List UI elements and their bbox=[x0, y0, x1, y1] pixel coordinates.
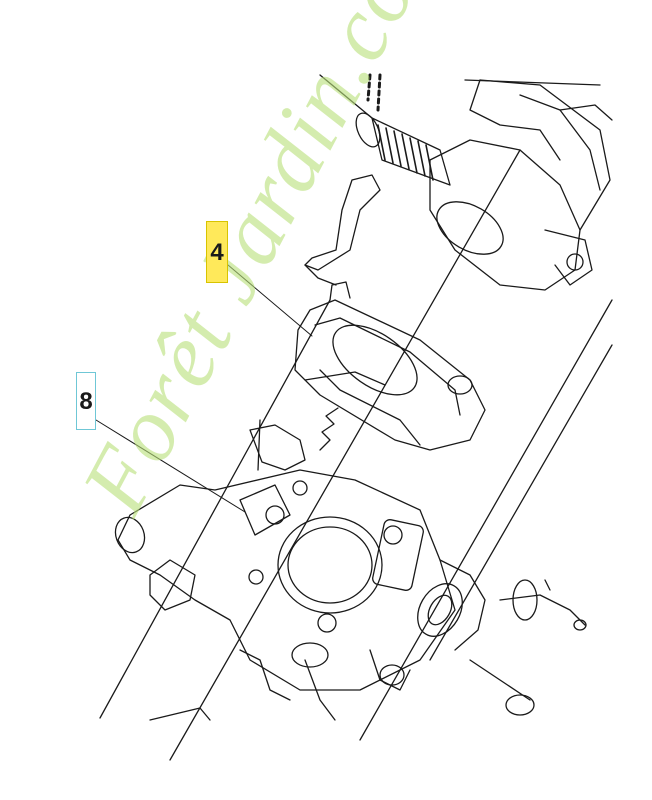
callout-part-8[interactable]: 8 bbox=[76, 372, 96, 430]
assembly-axis-lines bbox=[99, 79, 613, 761]
part-4-insulator-block bbox=[294, 281, 486, 451]
upper-housing bbox=[429, 79, 613, 291]
leader-lines bbox=[95, 264, 313, 513]
part-8-carburetor-body bbox=[114, 419, 587, 721]
dashed-fastener-marks bbox=[366, 73, 382, 112]
leader-line-4 bbox=[227, 264, 313, 337]
small-spring bbox=[319, 407, 339, 451]
leader-line-8 bbox=[95, 419, 246, 513]
callout-part-4[interactable]: 4 bbox=[206, 221, 228, 283]
